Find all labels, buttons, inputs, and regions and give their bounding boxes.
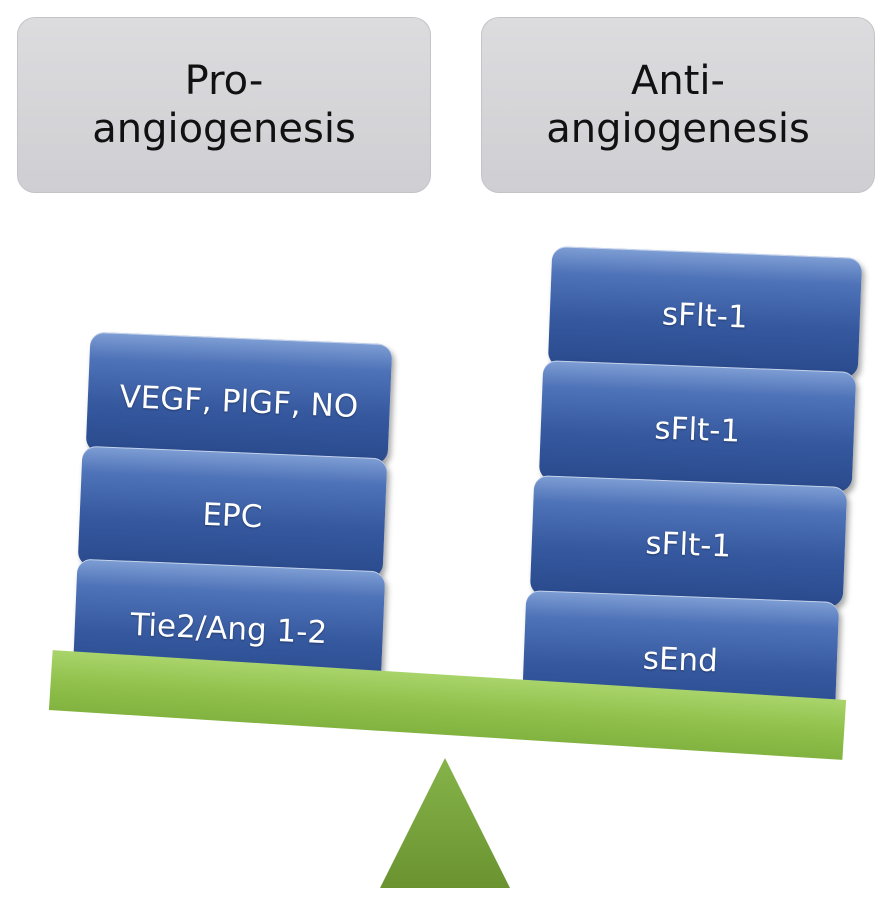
block-epc: EPC <box>77 445 388 579</box>
anti-angiogenesis-line1: Anti- <box>631 58 725 104</box>
block-label: sFlt-1 <box>653 410 741 450</box>
block-sflt1-second: sFlt-1 <box>538 360 857 492</box>
block-sflt1-top: sFlt-1 <box>547 246 863 378</box>
block-label: sFlt-1 <box>661 296 749 336</box>
pro-angiogenesis-line1: Pro- <box>184 58 264 104</box>
fulcrum-triangle <box>380 758 510 888</box>
block-label: sEnd <box>642 640 719 680</box>
block-sflt1-third: sFlt-1 <box>529 475 848 607</box>
block-label: Tie2/Ang 1-2 <box>129 606 328 652</box>
block-label: VEGF, PlGF, NO <box>118 379 359 425</box>
anti-angiogenesis-line2: angiogenesis <box>546 106 810 152</box>
anti-angiogenesis-header: Anti- angiogenesis <box>481 17 875 193</box>
block-vegf-plgf-no: VEGF, PlGF, NO <box>85 331 393 465</box>
pro-angiogenesis-line2: angiogenesis <box>92 106 356 152</box>
block-label: sFlt-1 <box>644 525 732 565</box>
block-label: EPC <box>201 496 264 536</box>
pro-angiogenesis-header: Pro- angiogenesis <box>17 17 431 193</box>
